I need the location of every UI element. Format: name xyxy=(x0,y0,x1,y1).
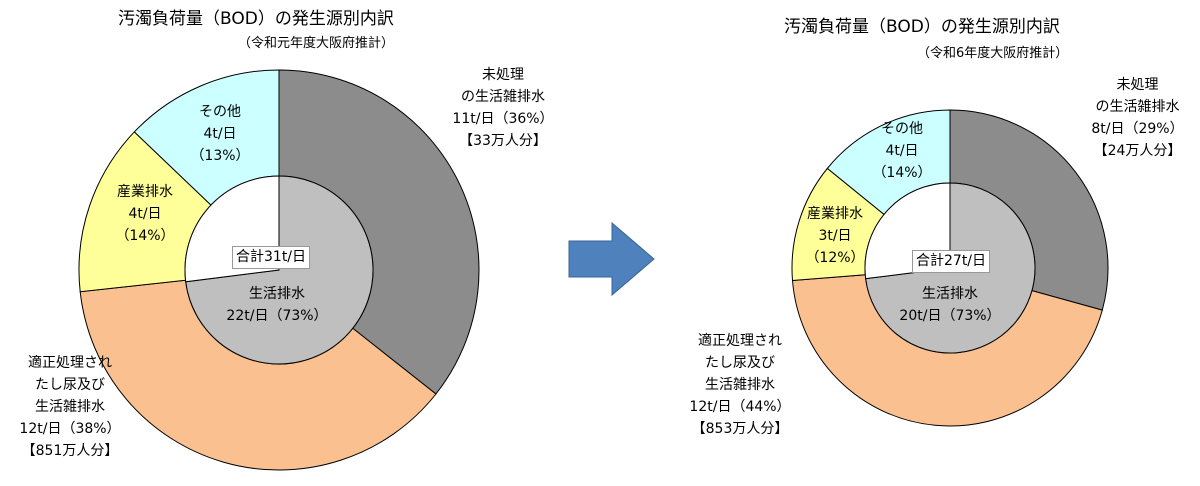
chart-left-title: 汚濁負荷量（BOD）の発生源別内訳 xyxy=(118,9,394,29)
chart-left-label-other: その他 4t/日 （13%） xyxy=(190,104,250,164)
chart-right-total: 合計27t/日 xyxy=(912,250,991,273)
chart-left-label-untreated: 未処理 の生活雑排水 11t/日（36%） 【33万人分】 xyxy=(452,67,554,149)
chart-left-subtitle: （令和元年度大阪府推計） xyxy=(238,36,395,51)
chart-right-title: 汚濁負荷量（BOD）の発生源別内訳 xyxy=(784,17,1060,37)
chart-left-outer-ring xyxy=(78,69,480,471)
chart-right-inner-label: 生活排水 20t/日（73%） xyxy=(899,286,1001,324)
chart-right-label-industrial: 産業排水 3t/日 （12%） xyxy=(805,206,865,266)
chart-left-total: 合計31t/日 xyxy=(232,246,311,269)
chart-left-label-industrial: 産業排水 4t/日 （14%） xyxy=(115,184,175,244)
chart-right-label-untreated: 未処理 の生活雑排水 8t/日（29%） 【24万人分】 xyxy=(1091,77,1184,159)
chart-right-label-treated: 適正処理され たし尿及び 生活雑排水 12t/日（44%） 【853万人分】 xyxy=(689,333,791,437)
chart-left-label-treated: 適正処理され たし尿及び 生活雑排水 12t/日（38%） 【851万人分】 xyxy=(19,355,121,459)
chart-left-inner-pie xyxy=(184,175,374,365)
chart-right-label-other: その他 4t/日 （14%） xyxy=(872,121,932,181)
right-arrow-icon xyxy=(568,222,655,296)
chart-right-outer-ring xyxy=(791,109,1109,427)
chart-right-subtitle: （令和6年度大阪府推計） xyxy=(917,46,1069,61)
chart-left-inner-label: 生活排水 22t/日（73%） xyxy=(226,286,328,324)
